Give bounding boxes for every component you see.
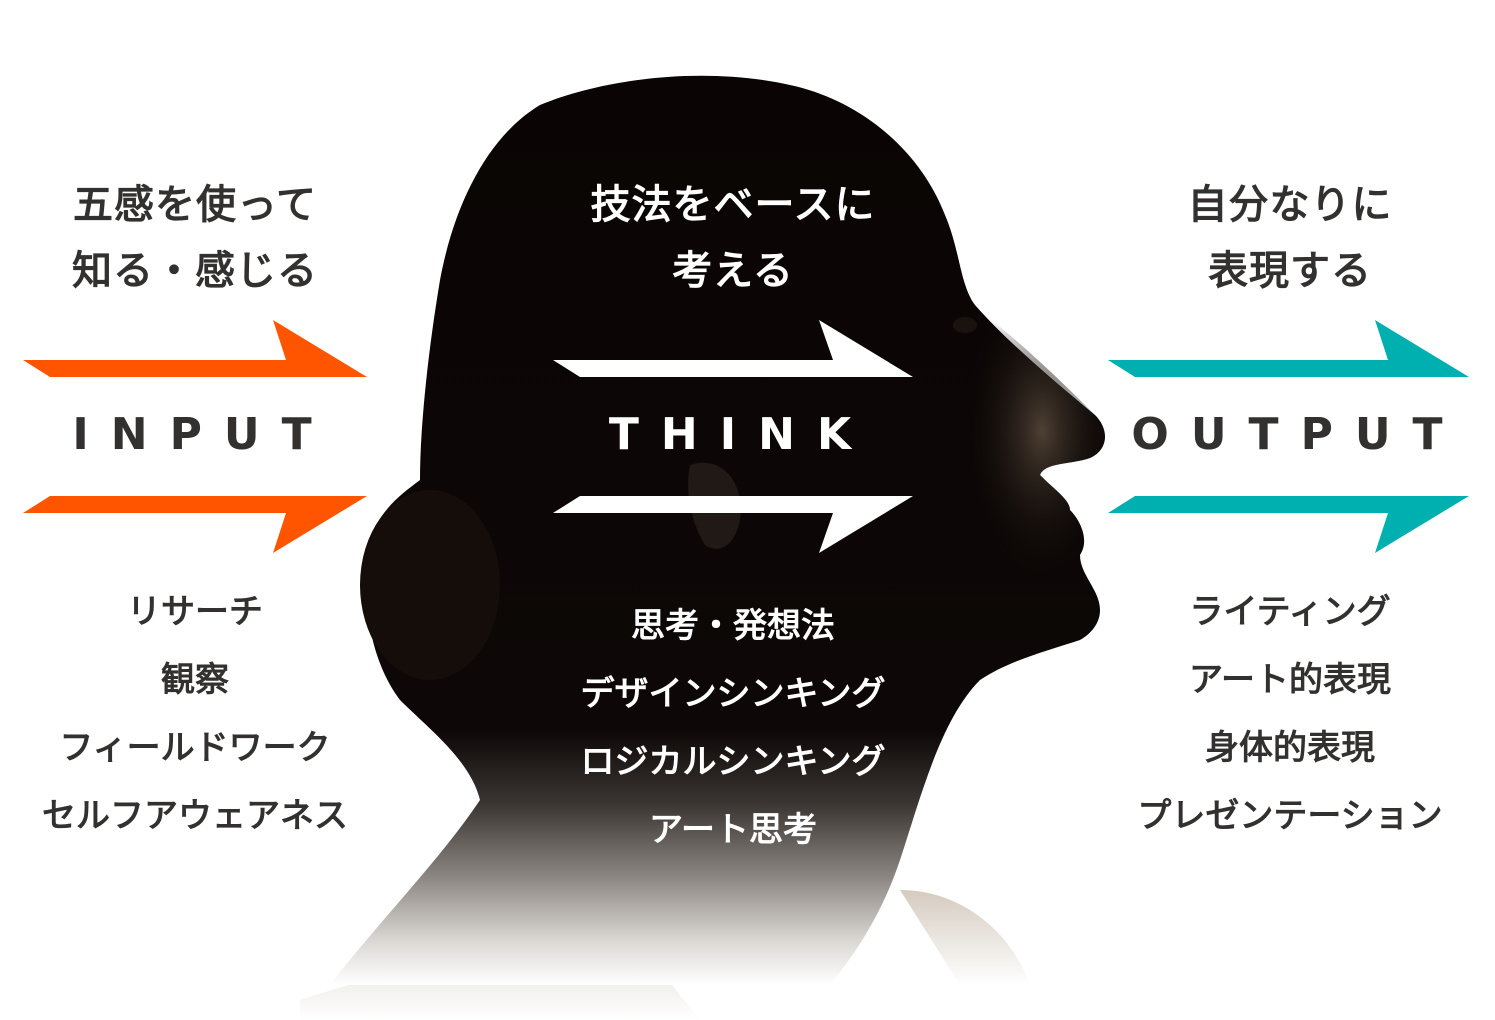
input-item: 観察 — [161, 660, 229, 700]
output-items: ライティング アート的表現 身体的表現 プレゼンテーション — [1105, 578, 1475, 850]
think-heading-line-1: 技法をベースに — [590, 182, 876, 228]
output-item: 身体的表現 — [1205, 728, 1375, 768]
input-heading: 五感を使って 知る・感じる — [10, 172, 380, 304]
output-item: ライティング — [1189, 592, 1391, 632]
think-item: デザインシンキング — [580, 674, 886, 714]
input-arrow-bottom-icon — [23, 496, 367, 553]
think-item: ロジカルシンキング — [580, 742, 886, 782]
input-heading-line-2: 知る・感じる — [72, 248, 318, 294]
think-item: 思考・発想法 — [631, 606, 835, 646]
input-item: フィールドワーク — [59, 728, 331, 768]
input-column: 五感を使って 知る・感じる — [10, 172, 380, 304]
think-heading-line-2: 考える — [672, 248, 794, 294]
output-item: プレゼンテーション — [1137, 796, 1443, 836]
think-label: THINK — [608, 409, 874, 460]
input-label: INPUT — [72, 409, 334, 460]
think-items: 思考・発想法 デザインシンキング ロジカルシンキング アート思考 — [548, 592, 918, 864]
output-heading: 自分なりに 表現する — [1105, 172, 1475, 304]
input-item: セルフアウェアネス — [42, 796, 348, 836]
think-column: 技法をベースに 考える — [548, 172, 918, 304]
think-item: アート思考 — [649, 810, 817, 850]
output-item: アート的表現 — [1189, 660, 1391, 700]
output-heading-line-2: 表現する — [1208, 248, 1372, 294]
input-item: リサーチ — [127, 592, 263, 632]
output-column: 自分なりに 表現する — [1105, 172, 1475, 304]
input-items: リサーチ 観察 フィールドワーク セルフアウェアネス — [10, 578, 380, 850]
input-heading-line-1: 五感を使って — [73, 182, 317, 228]
output-label: OUTPUT — [1131, 409, 1465, 460]
think-heading: 技法をベースに 考える — [548, 172, 918, 304]
output-heading-line-1: 自分なりに — [1187, 182, 1393, 228]
